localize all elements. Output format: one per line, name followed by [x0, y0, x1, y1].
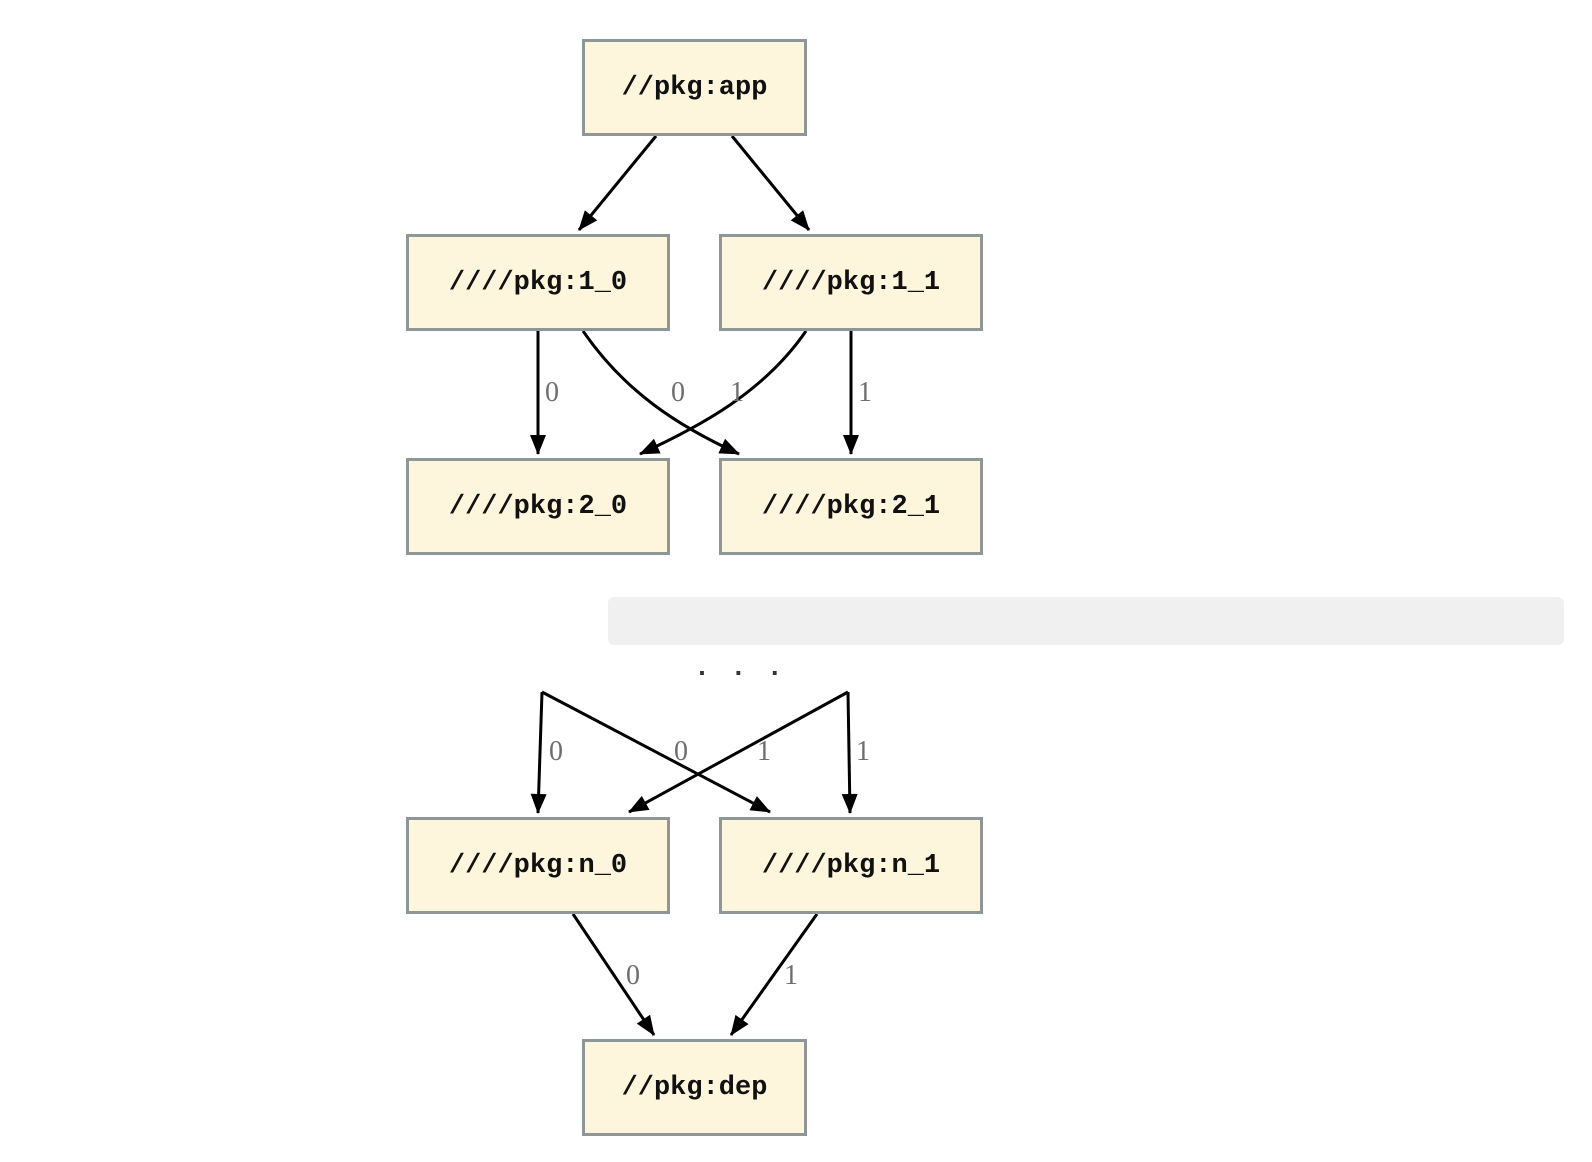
edge-ellipsis-to-n_0 [530, 691, 547, 814]
edge-label-1: 1 [858, 377, 872, 408]
ellipsis-text: . . . [693, 654, 785, 684]
edge-label-0: 0 [545, 377, 559, 408]
node-label: //pkg:app [621, 72, 768, 103]
node-label: ////pkg:1_1 [761, 267, 941, 298]
edge-label-1: 1 [730, 377, 744, 408]
edge-n_0-to-dep [571, 913, 656, 1036]
edge-label-0: 0 [626, 960, 640, 991]
edge-ellipsis-to-n_1-cross [541, 690, 771, 814]
edge-1_0-to-2_1 [581, 330, 740, 456]
edge-label-1: 1 [757, 736, 771, 767]
node-pkg-n_0: ////pkg:n_0 [406, 817, 670, 914]
edge-label-0: 0 [671, 377, 685, 408]
edge-n_1-to-dep [729, 913, 819, 1036]
node-label: ////pkg:2_1 [761, 491, 941, 522]
node-pkg-app: //pkg:app [582, 39, 807, 136]
edge-ellipsis-to-n_0-cross [628, 690, 849, 814]
node-pkg-1_0: ////pkg:1_0 [406, 234, 670, 331]
node-label: ////pkg:n_0 [448, 850, 628, 881]
edge-label-0: 0 [549, 736, 563, 767]
node-label: ////pkg:n_1 [761, 850, 941, 881]
node-pkg-2_0: ////pkg:2_0 [406, 458, 670, 555]
ellipsis-band: . . . [608, 597, 1564, 684]
edge-label-0: 0 [674, 736, 688, 767]
edge-app-to-1_0 [577, 135, 658, 231]
node-pkg-n_1: ////pkg:n_1 [719, 817, 983, 914]
node-label: ////pkg:2_0 [448, 491, 628, 522]
node-pkg-dep: //pkg:dep [582, 1039, 807, 1136]
edge-ellipsis-to-n_1 [841, 691, 858, 814]
node-pkg-1_1: ////pkg:1_1 [719, 234, 983, 331]
node-label: //pkg:dep [621, 1072, 768, 1103]
node-pkg-2_1: ////pkg:2_1 [719, 458, 983, 555]
edge-label-1: 1 [856, 736, 870, 767]
edge-label-1: 1 [784, 960, 798, 991]
edge-1_1-to-2_0 [639, 330, 808, 456]
edge-app-to-1_1 [730, 135, 811, 231]
node-label: ////pkg:1_0 [448, 267, 628, 298]
